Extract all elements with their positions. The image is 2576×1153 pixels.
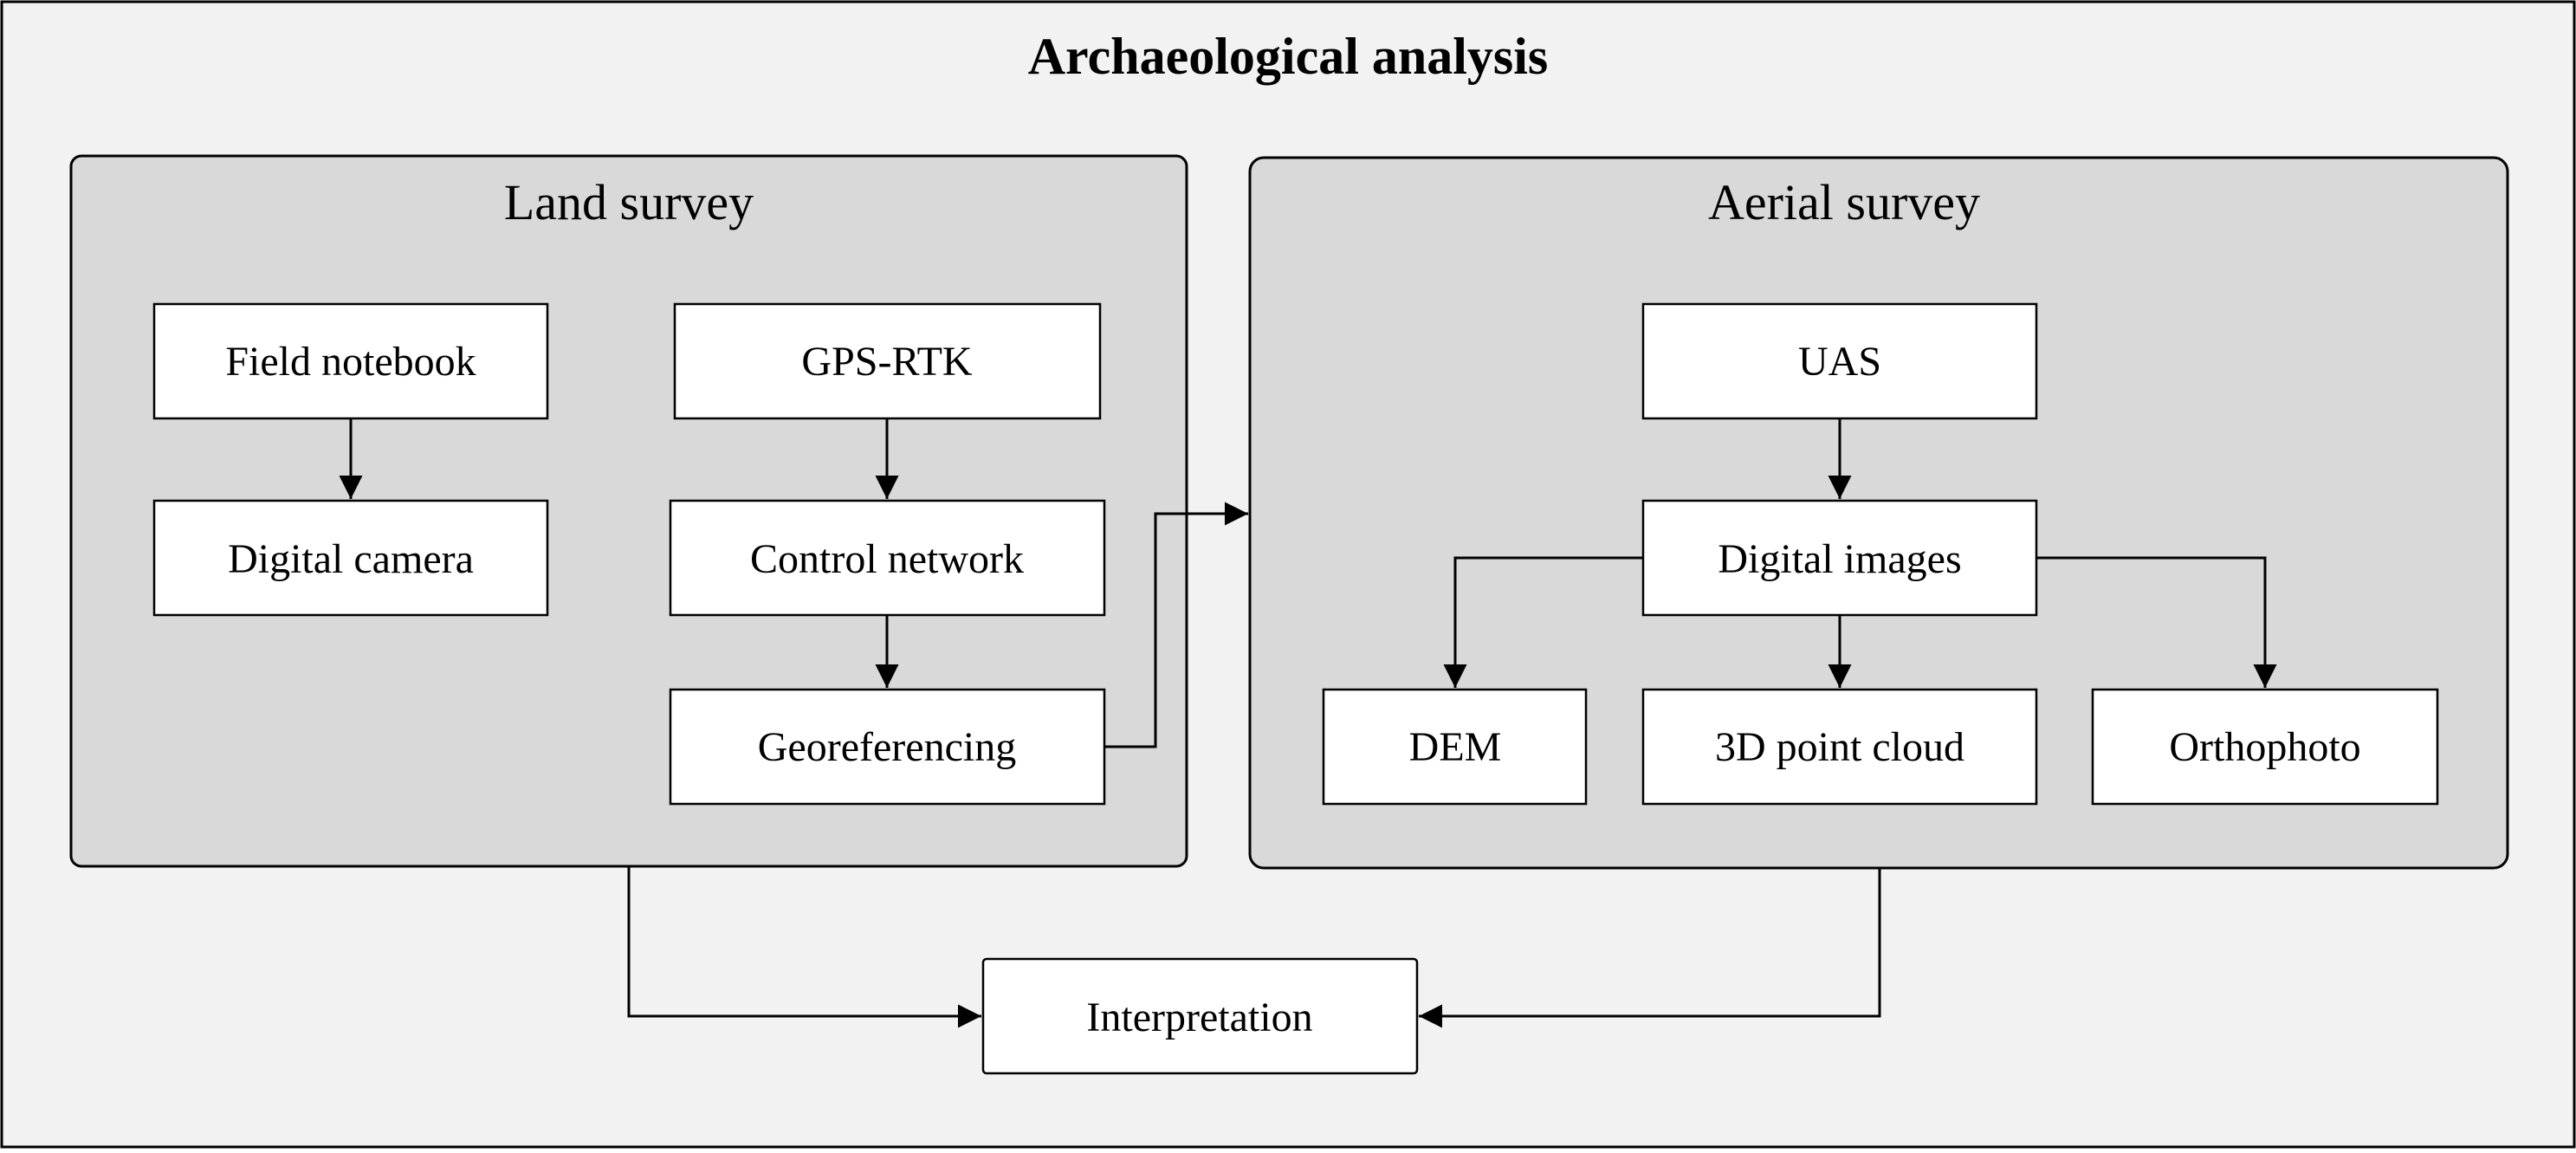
node-orthophoto: Orthophoto xyxy=(2091,688,2439,806)
edge-land-survey-to-interpretation xyxy=(627,866,981,1028)
edge-georeferencing-to-aerial-survey xyxy=(1104,502,1248,748)
edge-digital-images-to-dem xyxy=(1443,556,1643,688)
edge-digital-images-to-orthophoto xyxy=(2036,556,2277,688)
node-uas-label: UAS xyxy=(1798,339,1881,385)
node-digital-camera-label: Digital camera xyxy=(228,536,474,582)
node-uas: UAS xyxy=(1641,302,2038,420)
node-digital-camera: Digital camera xyxy=(152,499,549,617)
node-control-network-label: Control network xyxy=(750,536,1024,582)
diagram-title: Archaeological analysis xyxy=(1028,28,1549,85)
node-orthophoto-label: Orthophoto xyxy=(2169,724,2360,770)
node-dem: DEM xyxy=(1322,688,1588,806)
node-field-notebook-label: Field notebook xyxy=(225,339,476,385)
node-control-network: Control network xyxy=(669,499,1106,617)
node-interpretation: Interpretation xyxy=(981,957,1419,1075)
node-digital-images-label: Digital images xyxy=(1718,536,1961,582)
node-gps-rtk: GPS-RTK xyxy=(673,302,1102,420)
edge-aerial-survey-to-interpretation xyxy=(1419,868,1881,1028)
node-dem-label: DEM xyxy=(1409,724,1502,770)
node-field-notebook: Field notebook xyxy=(152,302,549,420)
node-georeferencing: Georeferencing xyxy=(669,688,1106,806)
group-aerial-survey-label: Aerial survey xyxy=(1708,174,1980,230)
node-digital-images: Digital images xyxy=(1641,499,2038,617)
group-land-survey-label: Land survey xyxy=(504,174,754,230)
node-georeferencing-label: Georeferencing xyxy=(758,724,1016,770)
node-3d-point-cloud-label: 3D point cloud xyxy=(1715,724,1964,770)
node-interpretation-label: Interpretation xyxy=(1086,994,1312,1040)
node-3d-point-cloud: 3D point cloud xyxy=(1641,688,2038,806)
node-gps-rtk-label: GPS-RTK xyxy=(801,339,972,385)
